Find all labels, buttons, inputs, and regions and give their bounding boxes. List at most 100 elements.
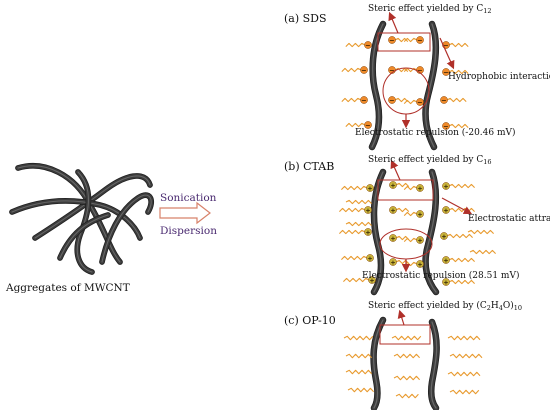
surfactant-tail	[393, 353, 421, 359]
attraction-arrow	[441, 197, 473, 215]
repulsion-ellipse	[379, 228, 433, 260]
surfactant-tail	[343, 335, 374, 341]
surfactant-tail	[393, 375, 421, 381]
surfactant-tail	[341, 185, 368, 191]
surfactant-head	[364, 41, 372, 49]
nanotube-highlight	[59, 214, 109, 259]
surfactant-tail	[448, 69, 469, 75]
surfactant-tail	[446, 233, 473, 239]
plus-charge-icon: +	[390, 258, 395, 266]
surfactant-tail	[403, 211, 418, 217]
surfactant-head	[389, 258, 397, 266]
plus-charge-icon: +	[443, 256, 448, 264]
plus-charge-icon: +	[367, 184, 372, 192]
surfactant-head	[442, 122, 450, 130]
plus-charge-icon: +	[443, 182, 448, 190]
minus-charge-icon: −	[417, 98, 422, 106]
minus-charge-icon: −	[361, 66, 366, 74]
surfactant-tail	[448, 123, 469, 129]
surfactant-tail	[341, 67, 362, 73]
surfactant-tail	[395, 207, 410, 213]
minus-charge-icon: −	[361, 96, 366, 104]
plus-charge-icon: +	[441, 232, 446, 240]
surfactant-tail	[403, 99, 418, 105]
surfactant-head	[416, 98, 424, 106]
surfactant-tail	[347, 387, 375, 393]
panel-c-title: (c) OP-10	[284, 314, 336, 327]
plus-charge-icon: +	[417, 184, 422, 192]
minus-charge-icon: −	[389, 36, 394, 44]
nanotube-highlight	[101, 194, 152, 263]
surfactant-head	[416, 210, 424, 218]
steric-box	[377, 32, 431, 52]
surfactant-head	[388, 96, 396, 104]
surfactant-tail	[469, 249, 496, 255]
surfactant-tail	[343, 277, 370, 283]
minus-charge-icon: −	[365, 121, 370, 129]
surfactant-tail	[345, 122, 366, 128]
nanotube-highlight	[34, 175, 151, 239]
plus-charge-icon: +	[417, 260, 422, 268]
minus-charge-icon: −	[443, 122, 448, 130]
surfactant-tail	[391, 335, 422, 341]
nanotube-highlight	[372, 319, 384, 409]
surfactant-tail	[403, 237, 418, 243]
surfactant-tail	[447, 335, 481, 341]
surfactant-tail	[345, 221, 372, 227]
surfactant-head	[442, 256, 450, 264]
surfactant-tail	[447, 371, 481, 377]
minus-charge-icon: −	[389, 66, 394, 74]
panel-b-ctab-diagram: ++++++++++++++++++	[339, 159, 496, 296]
steric-arrow	[390, 159, 401, 181]
minus-charge-icon: −	[441, 96, 446, 104]
surfactant-head	[442, 278, 450, 286]
surfactant-head	[360, 66, 368, 74]
surfactant-tail	[448, 42, 469, 48]
panel-a-hydrophobic-label: Hydrophobic interaction	[448, 72, 550, 82]
panel-a-steric-label: Steric effect yielded by C12	[368, 4, 492, 15]
surfactant-head	[389, 234, 397, 242]
plus-charge-icon: +	[443, 206, 448, 214]
surfactant-tail	[339, 207, 366, 213]
panel-a-sds-diagram: −−−−−−−−−−−−−−	[341, 11, 469, 151]
hydrophobic-arrow	[439, 37, 455, 70]
surfactant-tail	[345, 199, 372, 205]
surfactant-tail	[448, 183, 475, 189]
panel-b-repulsion-label: Electrostatic repulsion (28.51 mV)	[362, 271, 520, 281]
steric-box	[379, 324, 431, 345]
surfactant-tail	[394, 97, 409, 103]
plus-charge-icon: +	[390, 234, 395, 242]
surfactant-head	[364, 228, 372, 236]
surfactant-head	[442, 182, 450, 190]
surfactant-tail	[403, 37, 418, 43]
surfactant-head	[416, 184, 424, 192]
surfactant-tail	[448, 257, 475, 263]
nanotube-highlight	[424, 23, 437, 148]
surfactant-tail	[449, 389, 480, 395]
nanotube-highlight	[424, 171, 437, 293]
surfactant-tail	[339, 229, 366, 235]
plus-charge-icon: +	[443, 278, 448, 286]
surfactant-tail	[467, 229, 494, 235]
panel-a-repulsion-label: Electrostatic repulsion (-20.46 mV)	[355, 128, 516, 138]
surfactant-tail	[341, 97, 362, 103]
surfactant-head	[389, 181, 397, 189]
surfactant-tail	[395, 235, 410, 241]
surfactant-tail	[395, 182, 410, 188]
steric-arrow	[397, 309, 406, 326]
surfactant-head	[442, 68, 450, 76]
sonication-arrow-shape	[159, 201, 211, 225]
surfactant-head	[368, 276, 376, 284]
panel-c-op10-diagram	[343, 309, 483, 412]
plus-charge-icon: +	[390, 181, 395, 189]
minus-charge-icon: −	[365, 41, 370, 49]
mwcnt-aggregate	[9, 163, 154, 275]
nanotube-highlight	[430, 321, 438, 409]
steric-arrow	[388, 11, 399, 34]
plus-charge-icon: +	[367, 254, 372, 262]
surfactant-head	[360, 96, 368, 104]
surfactant-tail	[345, 42, 366, 48]
surfactant-head	[366, 254, 374, 262]
surfactant-tail	[345, 353, 373, 359]
